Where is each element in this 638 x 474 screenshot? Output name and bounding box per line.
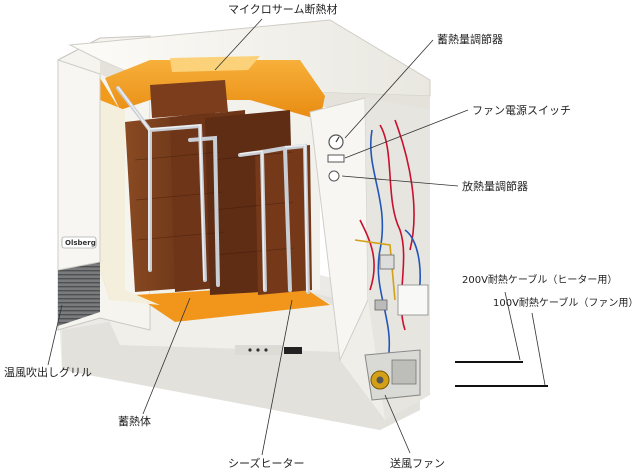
olsberg-logo: Olsberg	[65, 239, 96, 247]
fan-power-switch-toggle	[327, 154, 345, 163]
control-side-wall	[365, 98, 430, 420]
label-sheathed-heater: シーズヒーター	[228, 457, 305, 470]
label-storage-bricks: 蓄熱体	[118, 415, 151, 428]
label-charge-controller: 蓄熱量調節器	[437, 33, 503, 46]
leader-lines	[47, 18, 546, 456]
front-control-strip	[235, 345, 302, 355]
discharge-control-knob	[328, 170, 340, 182]
terminal-blocks	[374, 254, 429, 316]
inner-left-wall	[100, 100, 160, 305]
cable-lines	[455, 361, 548, 387]
label-blower-fan: 送風ファン	[390, 457, 445, 470]
label-cable-100v: 100V耐熱ケーブル（ファン用）	[493, 298, 638, 309]
heater-illustration	[47, 18, 548, 456]
heater-tube-highlights	[117, 86, 308, 293]
storage-brick-top	[150, 80, 228, 118]
label-cable-200v: 200V耐熱ケーブル（ヒーター用）	[462, 275, 618, 286]
label-microtherm-insulation: マイクロサーム断熱材	[228, 3, 338, 16]
label-discharge-controller: 放熱量調節器	[462, 180, 528, 193]
warm-air-grille	[58, 262, 100, 326]
microtherm-highlight	[170, 56, 260, 72]
label-warm-air-grille: 温風吹出しグリル	[4, 366, 92, 379]
label-fan-power-switch: ファン電源スイッチ	[472, 104, 571, 117]
blower-fan-unit	[364, 349, 421, 401]
storage-heater-cutaway-diagram: Olsberg マイクロサーム断熱材 蓄熱量調節器 ファン電源スイッチ 放熱量調…	[4, 3, 638, 470]
storage-brick-block-4	[255, 145, 312, 295]
front-left-panel	[57, 59, 101, 271]
brand-badge	[61, 236, 97, 249]
